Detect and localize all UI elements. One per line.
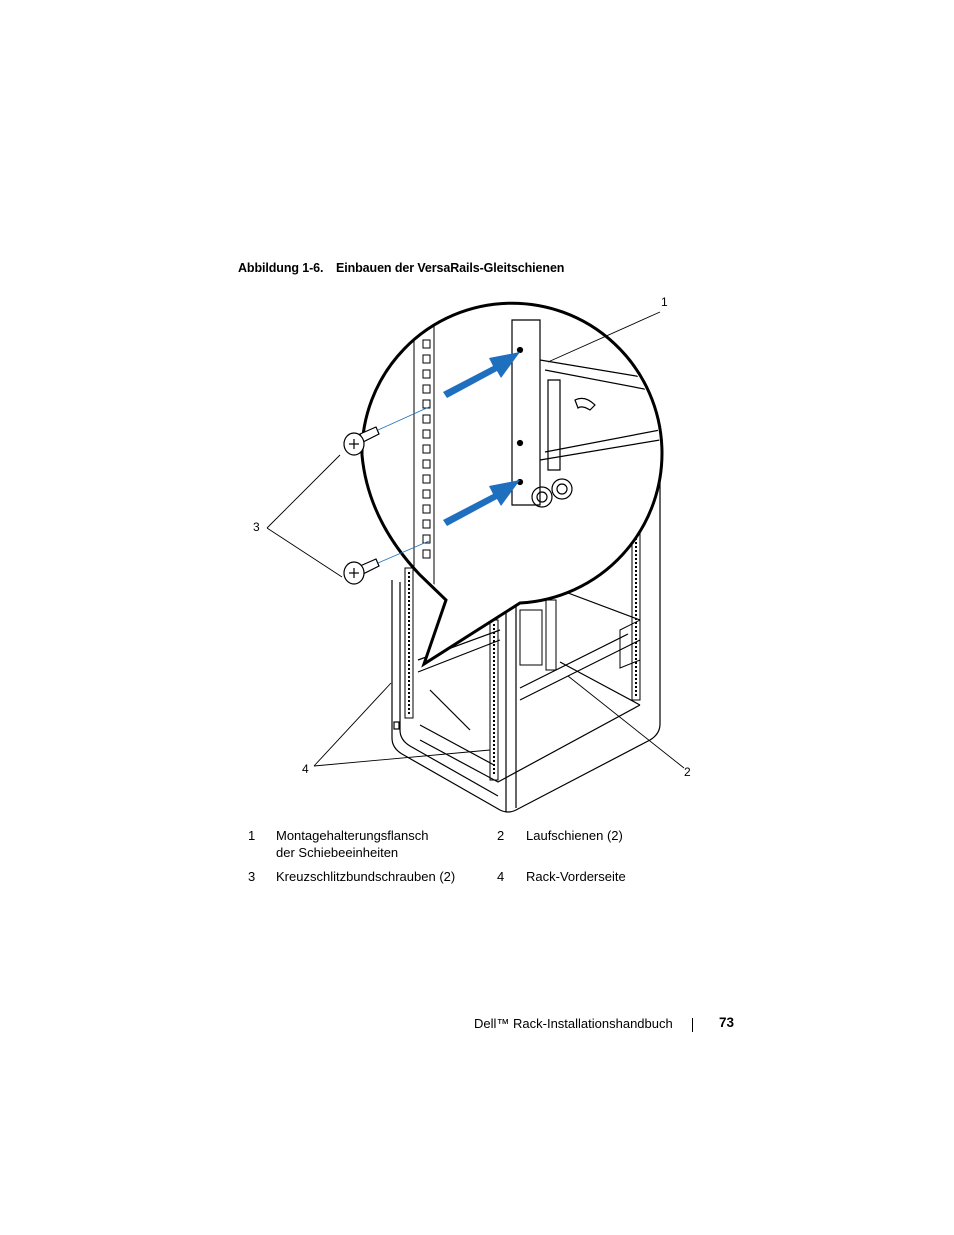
rail-bracket-detail — [511, 319, 660, 508]
footer-title: Dell™ Rack-Installationshandbuch — [474, 1016, 673, 1031]
screw-lower — [343, 558, 380, 585]
magnified-detail — [413, 319, 660, 600]
leader-lines — [266, 311, 685, 769]
page-number: 73 — [719, 1015, 735, 1030]
legend-num-3: 3 — [248, 869, 256, 884]
callout-2: 2 — [684, 765, 691, 779]
screw-guide-lines — [377, 406, 430, 564]
screw-upper — [343, 426, 380, 456]
callout-4: 4 — [302, 762, 309, 776]
legend-text-4: Rack-Vorderseite — [526, 869, 626, 884]
legend-num-4: 4 — [497, 869, 505, 884]
legend-num-1: 1 — [248, 828, 256, 843]
legend-num-2: 2 — [497, 828, 505, 843]
rack-post-holes — [408, 534, 637, 776]
callout-3: 3 — [253, 520, 260, 534]
legend-text-3: Kreuzschlitzbundschrauben (2) — [276, 869, 456, 884]
footer-separator — [692, 1018, 693, 1032]
figure-number: Abbildung 1-6. — [238, 261, 324, 275]
legend-text-1b: der Schiebeeinheiten — [276, 845, 399, 860]
legend-text-1a: Montagehalterungsflansch — [276, 828, 429, 843]
figure-title: Einbauen der VersaRails-Gleitschienen — [336, 261, 565, 275]
legend-text-2: Laufschienen (2) — [526, 828, 623, 843]
blue-arrow-lower — [443, 480, 520, 526]
rack-cabinet — [391, 480, 661, 813]
callout-1: 1 — [661, 295, 668, 309]
figure-caption: Abbildung 1-6. Einbauen der VersaRails-Gl… — [238, 261, 564, 275]
rack-post-detail — [413, 320, 435, 600]
blue-arrow-upper — [443, 352, 520, 398]
